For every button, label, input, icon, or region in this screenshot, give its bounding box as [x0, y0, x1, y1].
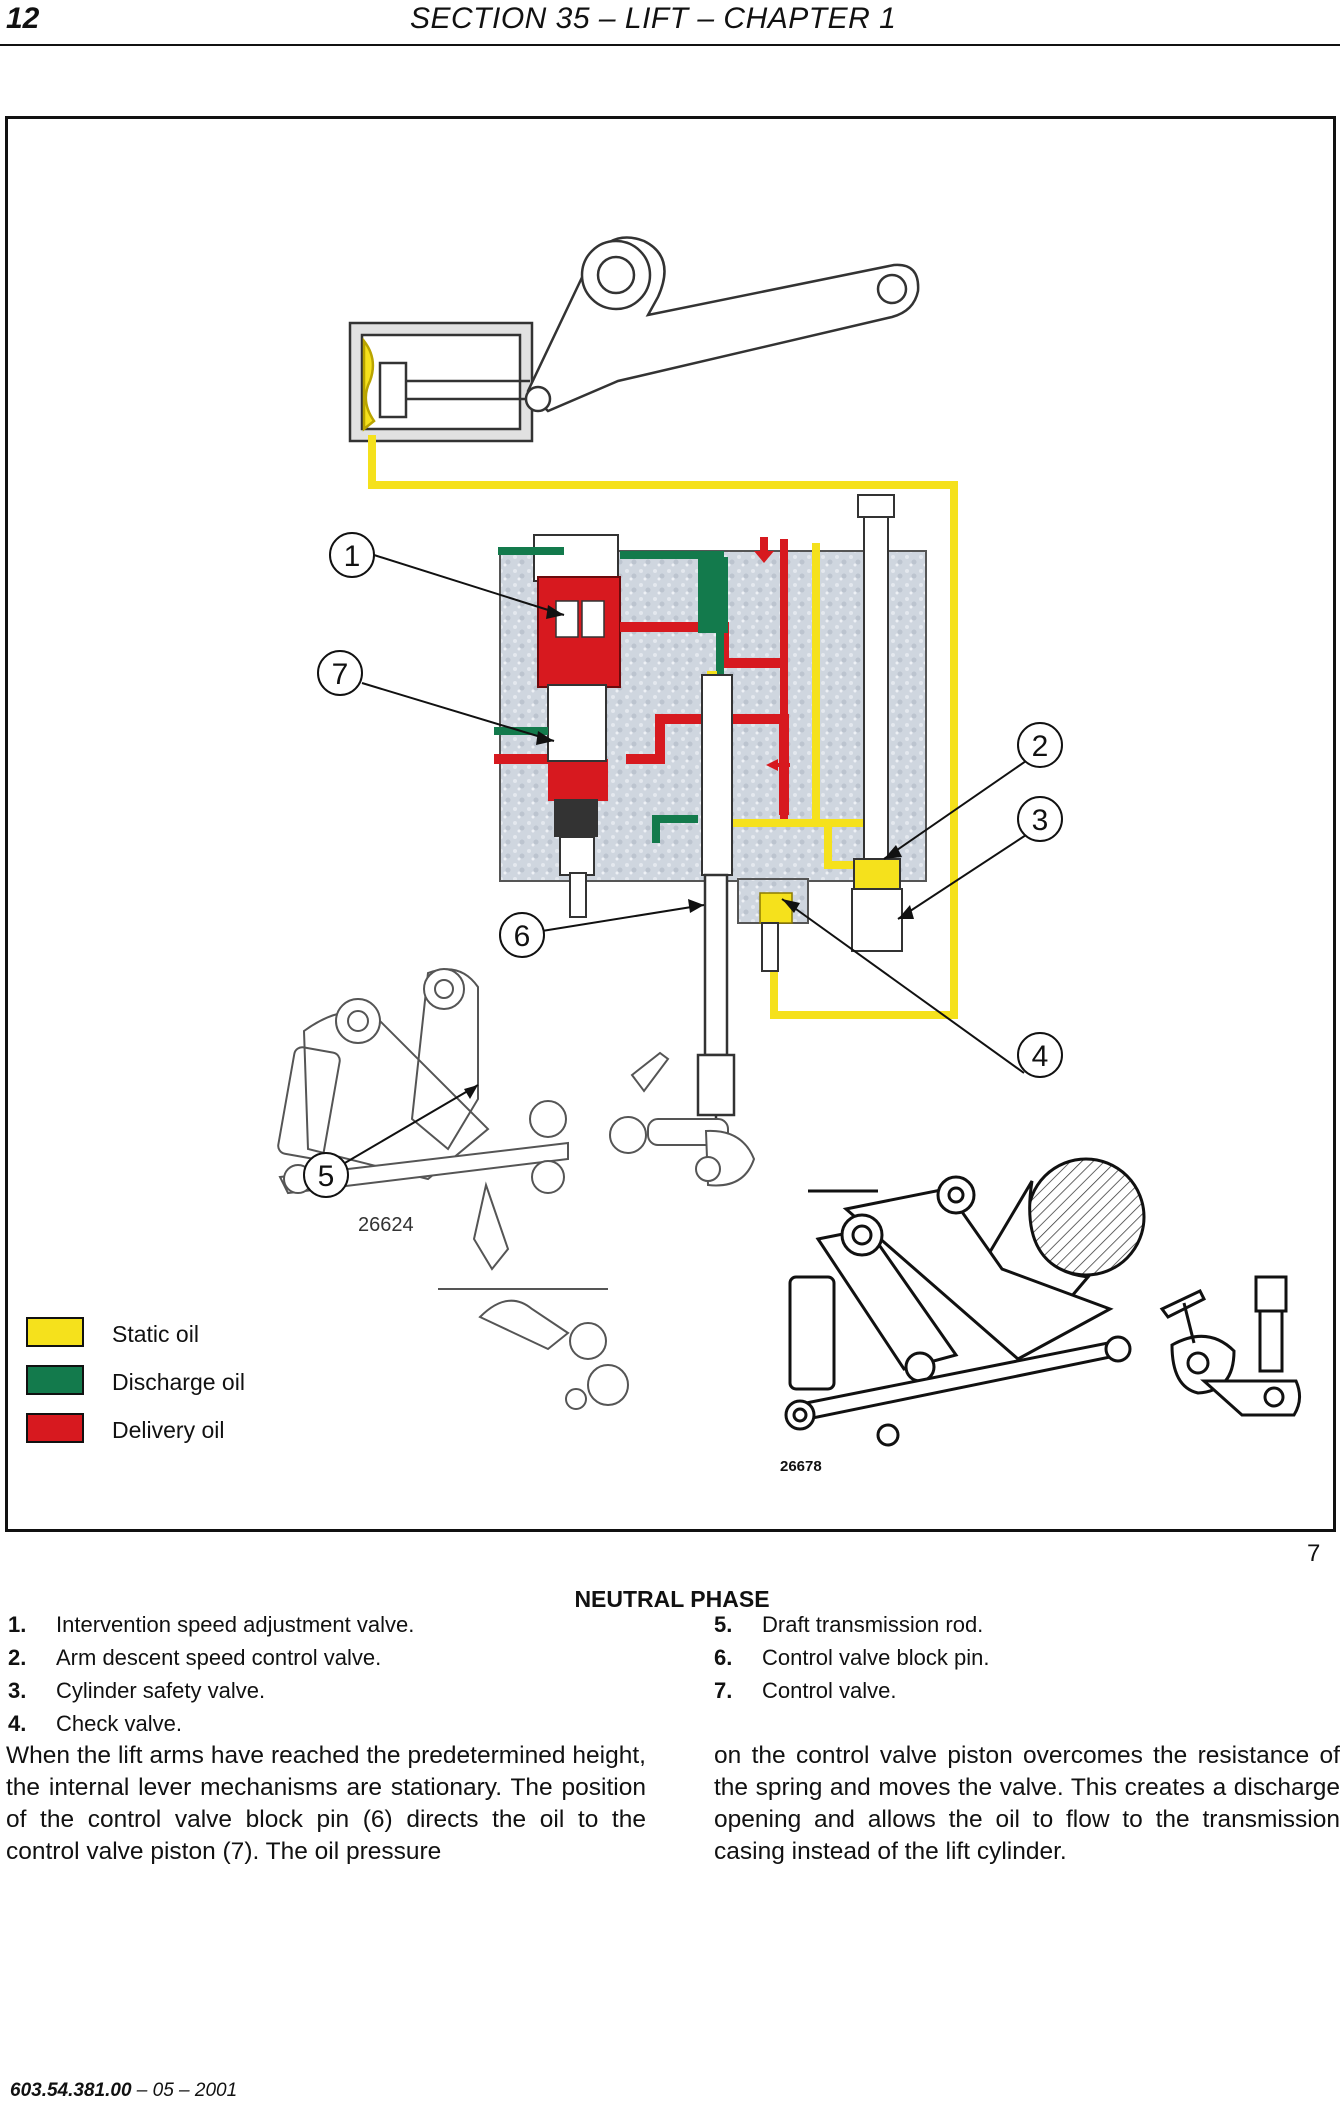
- edition-date: – 05 – 2001: [131, 2080, 238, 2101]
- legend-swatch-discharge: [26, 1365, 84, 1395]
- hydraulic-figure: 1 7 2 3 6 4 5 26624 26678 Static oil Dis…: [5, 116, 1336, 1532]
- callout-circle-1: [329, 532, 375, 578]
- part-number: 6.: [714, 1645, 733, 1670]
- part-description: Cylinder safety valve.: [56, 1678, 266, 1703]
- callout-circle-7: [317, 650, 363, 696]
- part-number: 5.: [714, 1612, 733, 1637]
- callout-arrowheads: [464, 605, 914, 1099]
- lift-arm: [524, 236, 920, 413]
- body-text-column-2: on the control valve piston overcomes th…: [714, 1742, 1340, 1865]
- body-text-column-1: When the lift arms have reached the pred…: [6, 1742, 646, 1865]
- part-number: 3.: [8, 1678, 27, 1703]
- legend-swatch-static: [26, 1317, 84, 1347]
- part-description: Arm descent speed control valve.: [56, 1645, 382, 1670]
- callout-label-7: 7: [332, 658, 349, 691]
- callout-label-2: 2: [1032, 730, 1049, 763]
- hydraulic-diagram: 1 7 2 3 6 4 5 26624 26678: [277, 236, 1301, 1475]
- doc-number: 603.54.381.00: [10, 2080, 132, 2101]
- part-number: 1.: [8, 1612, 27, 1637]
- callout-circle-4: [1017, 1032, 1063, 1078]
- callout-circle-3: [1017, 796, 1063, 842]
- callout-circle-5: [303, 1152, 349, 1198]
- part-number: 2.: [8, 1645, 27, 1670]
- legend-label-discharge: Discharge oil: [112, 1369, 245, 1395]
- legend-label-static: Static oil: [112, 1321, 199, 1347]
- page-number: 12: [6, 2, 40, 35]
- lower-linkage: [277, 968, 756, 1410]
- part-number: 4.: [8, 1711, 27, 1736]
- callout-circle-6: [499, 912, 545, 958]
- callout-label-5: 5: [318, 1160, 335, 1193]
- callout-label-3: 3: [1032, 804, 1049, 837]
- control-rod: [696, 873, 736, 1179]
- callout-label-4: 4: [1032, 1040, 1049, 1073]
- part-description: Draft transmission rod.: [762, 1612, 984, 1637]
- figure-number: 7: [1307, 1540, 1321, 1567]
- page-footer: 603.54.381.00 – 05 – 2001: [10, 2080, 237, 2102]
- part-description: Control valve.: [762, 1678, 897, 1703]
- drawing-ref-main: 26624: [358, 1214, 414, 1236]
- page-header: 12 SECTION 35 – LIFT – CHAPTER 1: [0, 0, 1340, 46]
- static-oil-line: [368, 435, 958, 1019]
- part-description: Check valve.: [56, 1711, 182, 1736]
- control-valve-block: [494, 494, 927, 972]
- callout-label-1: 1: [344, 540, 361, 573]
- section-title: SECTION 35 – LIFT – CHAPTER 1: [410, 2, 897, 35]
- part-description: Intervention speed adjustment valve.: [56, 1612, 415, 1637]
- callout-leaders: [337, 554, 1027, 1168]
- legend-swatch-delivery: [26, 1413, 84, 1443]
- part-number: 7.: [714, 1678, 733, 1703]
- callout-label-6: 6: [514, 920, 531, 953]
- part-description: Control valve block pin.: [762, 1645, 990, 1670]
- callout-circle-2: [1017, 722, 1063, 768]
- phase-title: NEUTRAL PHASE: [574, 1586, 770, 1612]
- legend-label-delivery: Delivery oil: [112, 1417, 225, 1443]
- drawing-ref-inset: 26678: [780, 1458, 822, 1475]
- inset-linkage: [784, 1157, 1301, 1447]
- lift-cylinder: [348, 321, 534, 443]
